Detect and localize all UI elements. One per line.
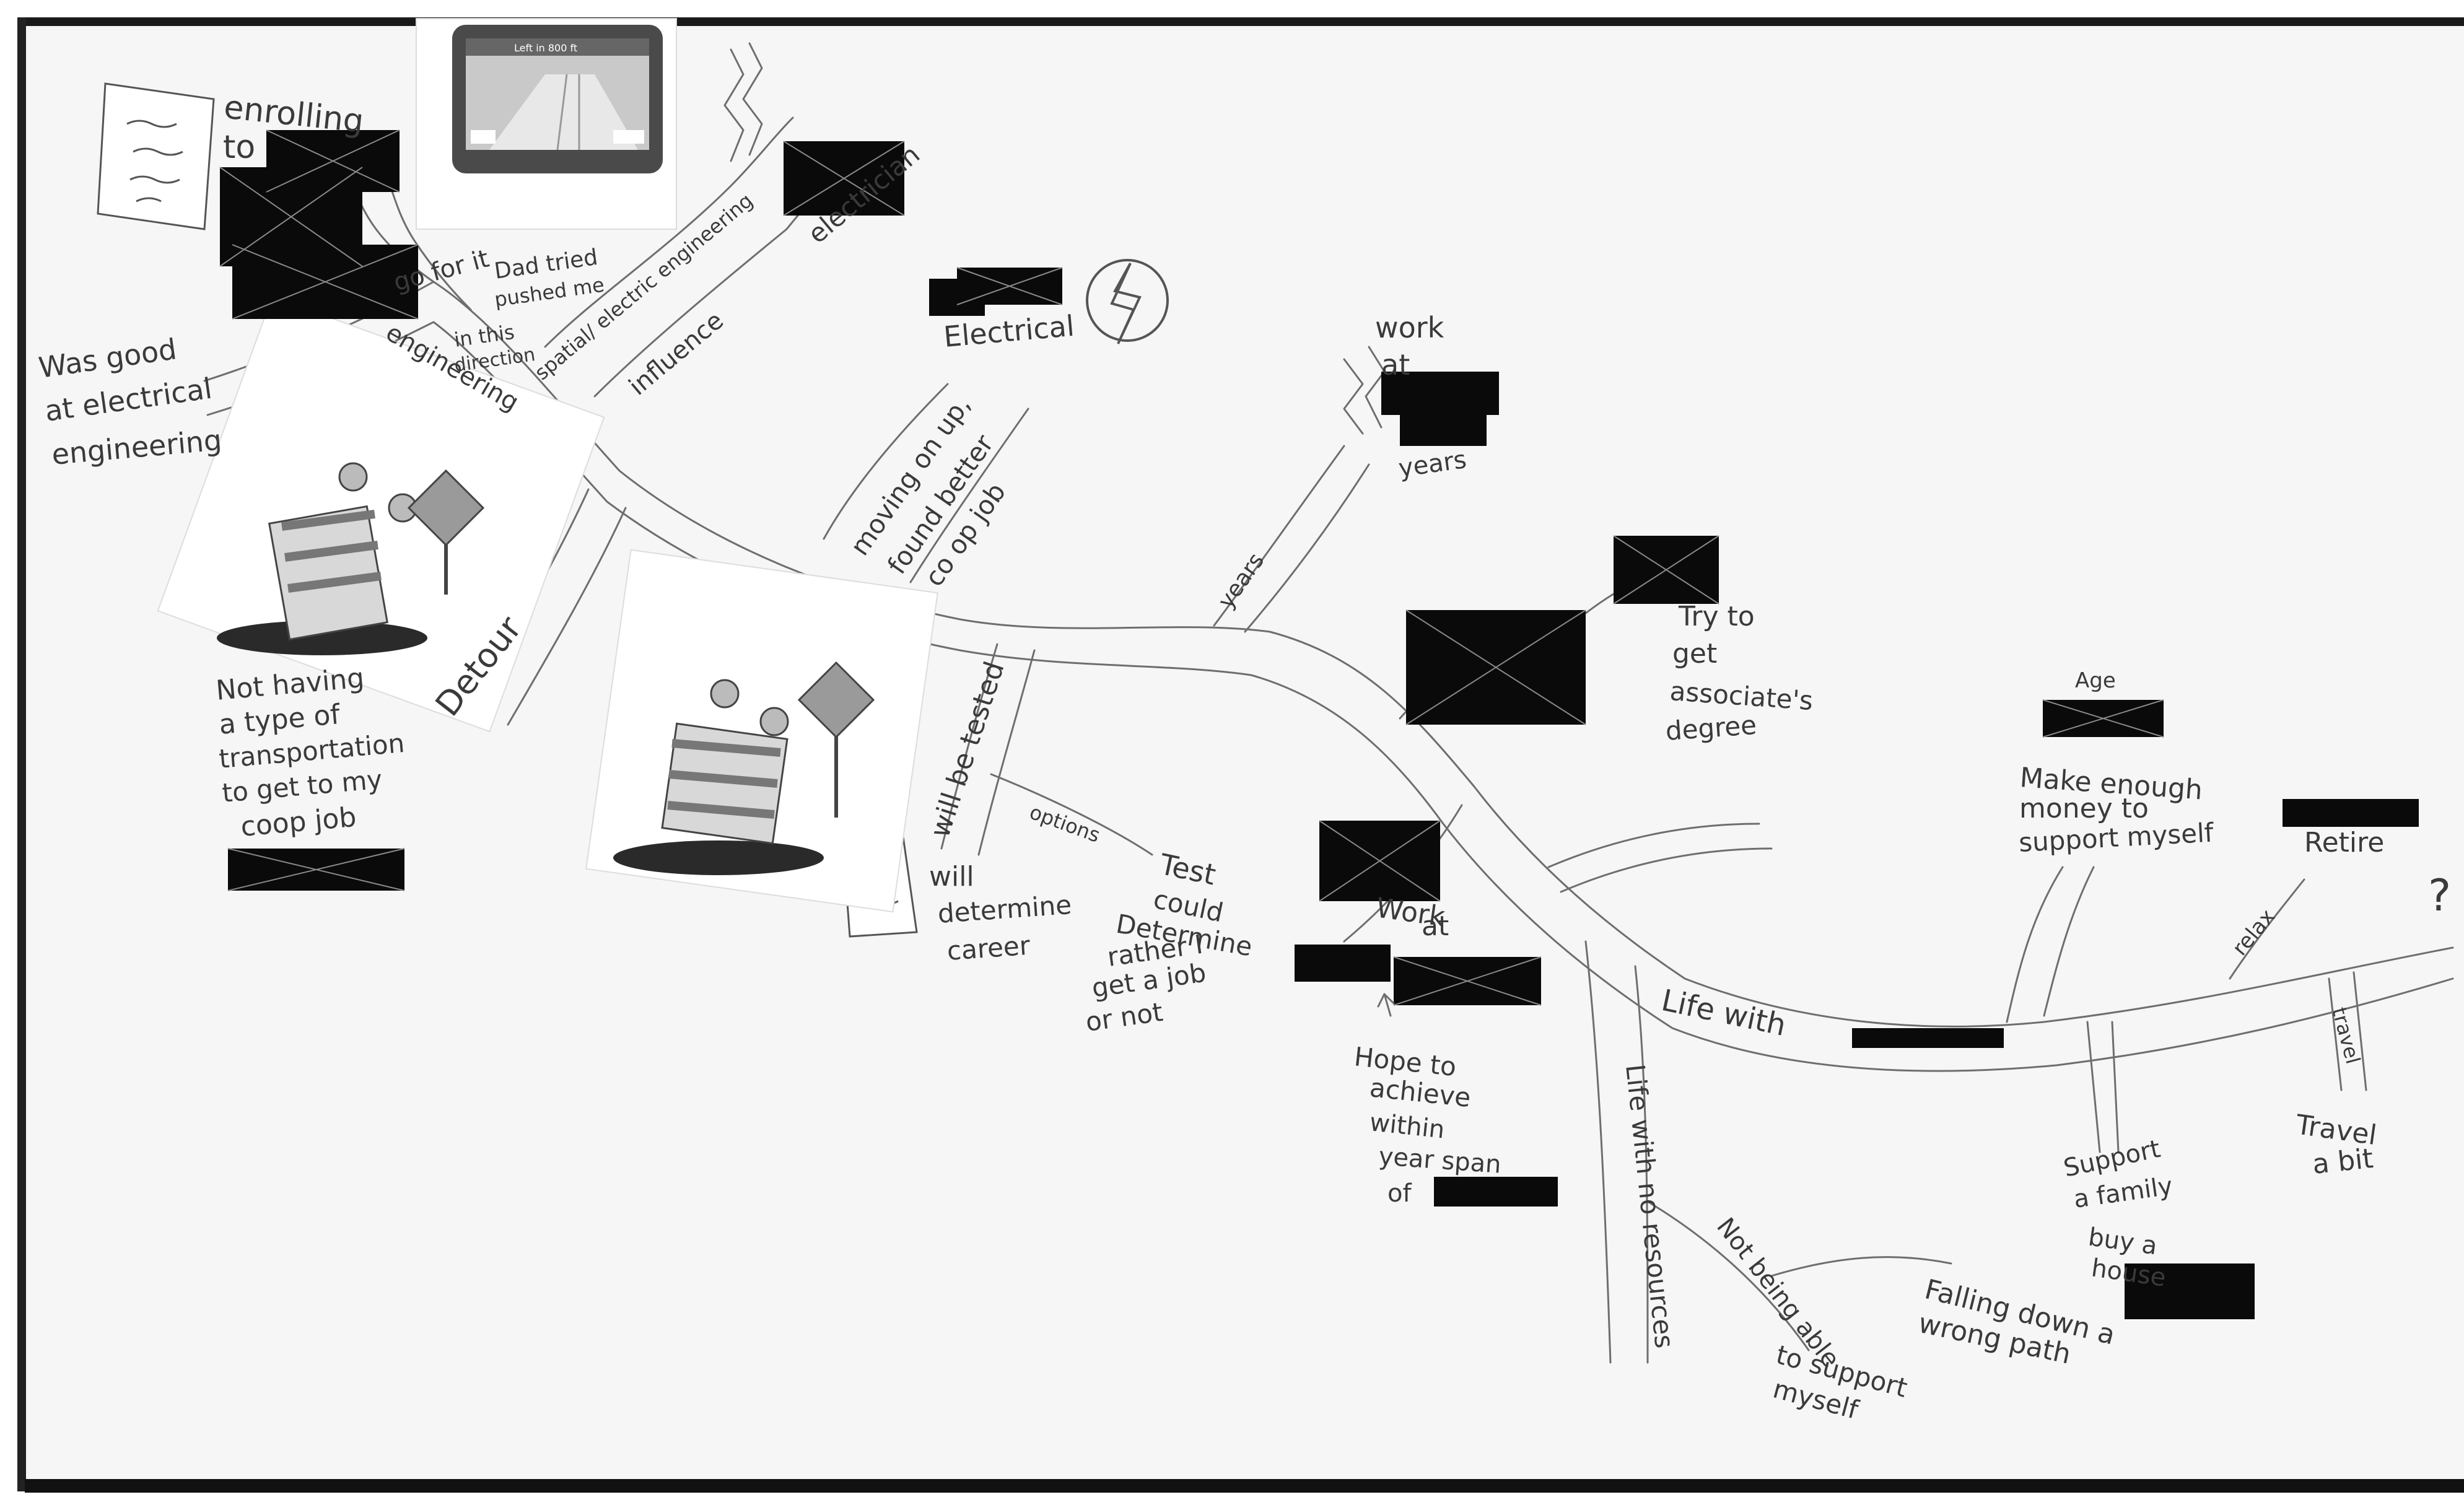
label-try-4: degree — [1664, 710, 1757, 746]
label-try-1: Try to — [1678, 601, 1755, 632]
label-not-having-1: Not having — [215, 662, 366, 707]
label-work: work — [1375, 311, 1444, 344]
label-will: will — [929, 861, 974, 892]
road-closed-barrier-icon — [157, 295, 605, 733]
label-hope-5: of — [1387, 1179, 1412, 1208]
paper-document-icon — [97, 82, 215, 230]
branch-moving-up — [823, 383, 1029, 583]
label-hope-2: achieve — [1368, 1072, 1472, 1113]
branch-right-side — [2006, 866, 2367, 1153]
label-was-good-3: engineering — [50, 423, 223, 471]
label-travel-branch: travel — [2327, 1005, 2365, 1067]
branch-will-be-tested — [940, 643, 1153, 856]
gps-screen-text: Left in 800 ft — [514, 42, 577, 54]
paper-sheet — [26, 26, 2464, 1479]
scan-border-left — [17, 17, 26, 1491]
label-hope-3: within — [1368, 1108, 1446, 1144]
label-years-branch: years — [1213, 548, 1269, 613]
label-not-having-5: coop job — [240, 801, 358, 843]
label-question-mark: ? — [2428, 870, 2451, 921]
label-support-4: house — [2090, 1254, 2168, 1292]
arrow-icon — [1377, 993, 1395, 1017]
label-determine: determine — [937, 889, 1072, 929]
redaction-blocks — [219, 129, 2419, 1319]
branch-work-years — [1213, 346, 1386, 633]
branch-lightning-top — [723, 42, 763, 162]
lightning-bolt-icon — [1086, 259, 1169, 344]
label-hope-4: year span — [1378, 1142, 1502, 1179]
label-relax: relax — [2227, 904, 2280, 960]
label-travel-2: a bit — [2311, 1143, 2375, 1181]
label-make-enough-2: money to — [2019, 793, 2149, 824]
label-was-good-1: Was good — [37, 332, 178, 385]
label-work-at: at — [1381, 348, 1410, 382]
scan-border-bottom — [25, 1479, 2464, 1493]
label-life-with-no-resources: Life with no resources — [1620, 1063, 1680, 1350]
label-to: to — [223, 129, 255, 166]
label-try-3: associate's — [1669, 676, 1814, 716]
label-retire: Retire — [2304, 827, 2384, 858]
label-work-years: years — [1397, 445, 1468, 483]
branch-no-resources — [1584, 940, 1952, 1364]
label-career: career — [946, 930, 1031, 966]
label-will-be-tested: will be tested — [924, 658, 1011, 841]
road-closed-barrier-icon-2 — [585, 549, 938, 913]
handwritten-labels: enrolling to Was good at electrical engi… — [37, 89, 2451, 1425]
label-try-2: get — [1672, 638, 1717, 670]
label-work-at2-2: at — [1422, 910, 1449, 942]
gps-device-icon: Left in 800 ft — [416, 18, 677, 230]
label-age: Age — [2075, 668, 2116, 693]
